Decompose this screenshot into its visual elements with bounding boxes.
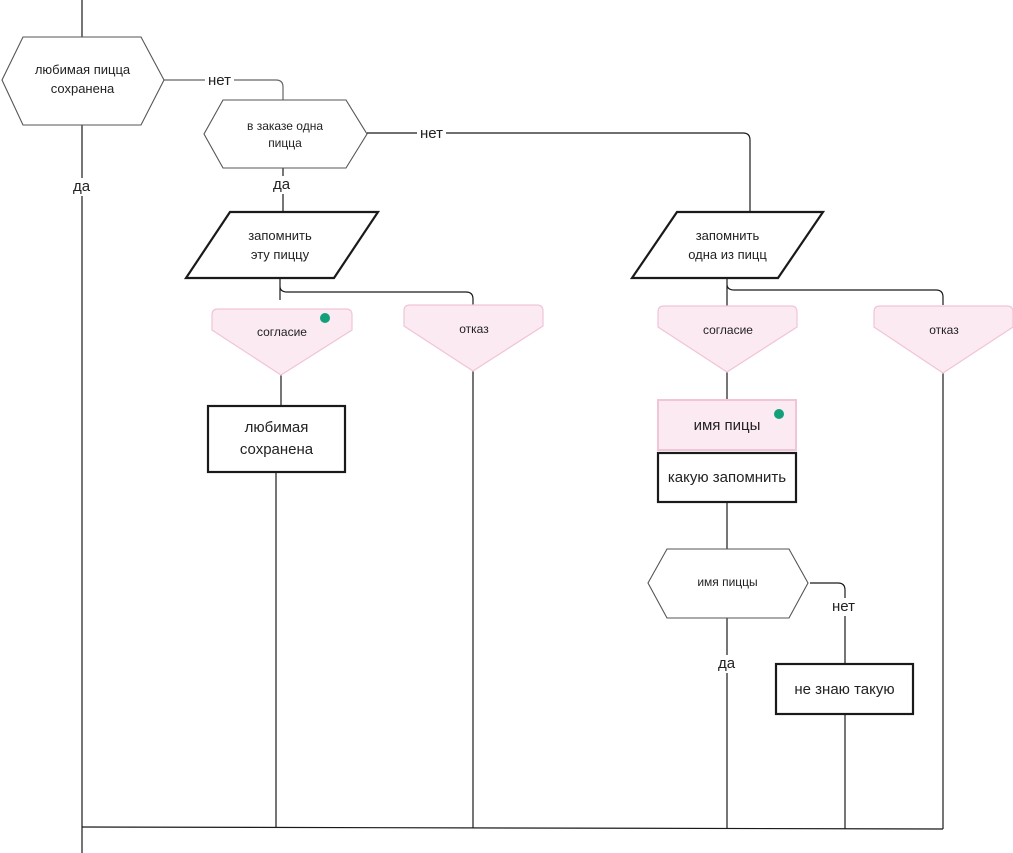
response-refuse-left[interactable] [403,304,544,372]
decision-one-pizza[interactable] [203,99,368,169]
connector-bottom-merge [81,826,944,830]
edge-label-yes: да [270,176,294,194]
decision-one-pizza-label: в заказе одна пицца [246,118,324,150]
connector-remember-one-branch [726,278,944,306]
message-which-to-remember-label: какую запомнить [667,469,787,487]
decision-pizza-name[interactable] [647,548,809,619]
edge-label-yes: да [715,655,739,673]
status-marker-dot [774,409,784,419]
message-unknown-pizza[interactable] [774,662,915,716]
decision-favorite-saved-label: любимая пицца сохранена [34,62,131,96]
response-agree-left[interactable] [211,308,353,376]
message-favorite-saved[interactable] [206,404,347,474]
edge-label-no: нет [829,598,858,616]
response-agree-left-label: согласие [257,325,307,340]
connector-remember-this-branch [279,278,474,305]
message-unknown-pizza-label: не знаю такую [794,681,895,699]
response-agree-right-label: согласие [703,323,753,338]
edge-label-no: нет [205,72,234,90]
decision-pizza-name-label: имя пиццы [697,575,758,590]
edge-label-no: нет [417,125,446,143]
status-marker-dot [320,313,330,323]
connectors [81,0,944,853]
edge-label-yes: да [70,178,94,196]
connector-no-3 [810,582,846,664]
connector-no-2 [367,132,751,212]
action-remember-one[interactable] [629,210,826,280]
message-pizza-name-prompt-label: имя пицы [693,417,761,435]
action-remember-this[interactable] [183,210,381,280]
response-agree-right[interactable] [657,305,798,373]
connector-no-1 [164,79,284,100]
message-pizza-name-prompt[interactable] [657,399,797,451]
decision-favorite-saved[interactable] [1,36,165,126]
action-remember-this-label: запомнить эту пиццу [248,228,312,262]
action-remember-one-label: запомнить одна из пицц [688,228,767,262]
response-refuse-right[interactable] [873,305,1013,374]
response-refuse-right-label: отказ [929,323,959,338]
response-refuse-left-label: отказ [459,322,489,337]
message-favorite-saved-label: любимая сохранена [239,419,314,458]
message-which-to-remember[interactable] [656,451,798,504]
